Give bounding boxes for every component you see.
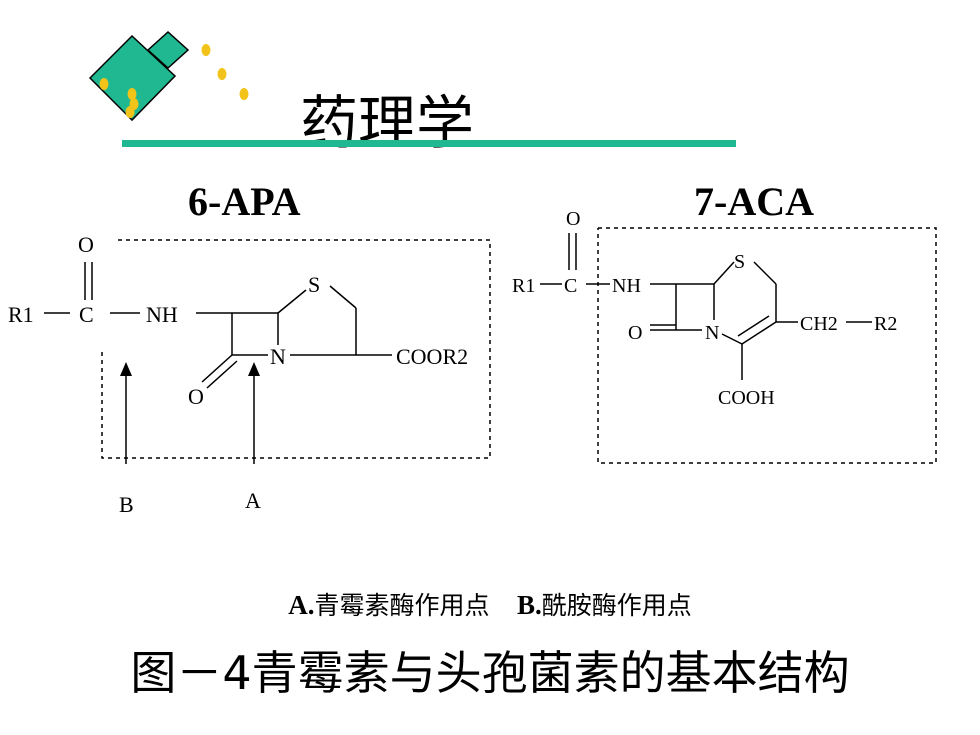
dashed-box-6apa — [101, 239, 491, 459]
atom-n-7aca: N — [705, 322, 719, 344]
dashed-box-7aca — [597, 227, 937, 464]
structure-6apa: O R1 C NH N O S COOR2 — [8, 232, 491, 517]
figure-label: 图－4 — [130, 646, 252, 700]
atom-nh-7aca: NH — [612, 275, 641, 297]
atom-o-top: O — [78, 232, 94, 257]
heading-7aca: 7-ACA — [694, 179, 814, 224]
heading-6apa: 6-APA — [188, 179, 301, 224]
atom-s: S — [308, 272, 320, 297]
atom-o-top-7aca: O — [566, 208, 580, 230]
structure-7aca: O R1 C NH O N S CH2 R2 COOH — [512, 208, 937, 464]
figure-caption: 图－4青霉素与头孢菌素的基本结构 — [0, 637, 980, 703]
title-underline — [122, 140, 736, 147]
figure-caption-text: 青霉素与头孢菌素的基本结构 — [251, 646, 850, 700]
chemical-structures: O R1 C NH N O S COOR2 — [8, 208, 937, 517]
caption-b-prefix: B. — [516, 590, 542, 620]
atom-r1: R1 — [8, 302, 34, 327]
atom-nh: NH — [146, 302, 178, 327]
atom-c: C — [79, 302, 94, 327]
caption-a-prefix: A. — [288, 590, 315, 620]
camera-with-dots-icon — [88, 30, 249, 122]
atom-o-left-7aca: O — [628, 322, 642, 344]
atom-cooh-7aca: COOH — [718, 387, 775, 409]
arrow-label-a: A — [245, 488, 261, 513]
atom-r1-7aca: R1 — [512, 275, 535, 297]
arrow-a — [248, 362, 260, 464]
atom-n: N — [270, 344, 286, 369]
caption-a-text: 青霉素酶作用点 — [314, 591, 490, 620]
caption-b-text: 酰胺酶作用点 — [541, 591, 692, 620]
atom-coor2: COOR2 — [396, 344, 468, 369]
arrow-b — [120, 362, 132, 464]
atom-s-7aca: S — [734, 251, 745, 273]
atom-r2-7aca: R2 — [874, 313, 897, 335]
atom-ch2-7aca: CH2 — [800, 313, 838, 335]
arrow-label-b: B — [119, 492, 134, 517]
atom-c-7aca: C — [564, 275, 577, 297]
atom-o-bottom: O — [188, 384, 204, 409]
action-sites-caption: A.青霉素酶作用点 B.酰胺酶作用点 — [0, 586, 980, 622]
